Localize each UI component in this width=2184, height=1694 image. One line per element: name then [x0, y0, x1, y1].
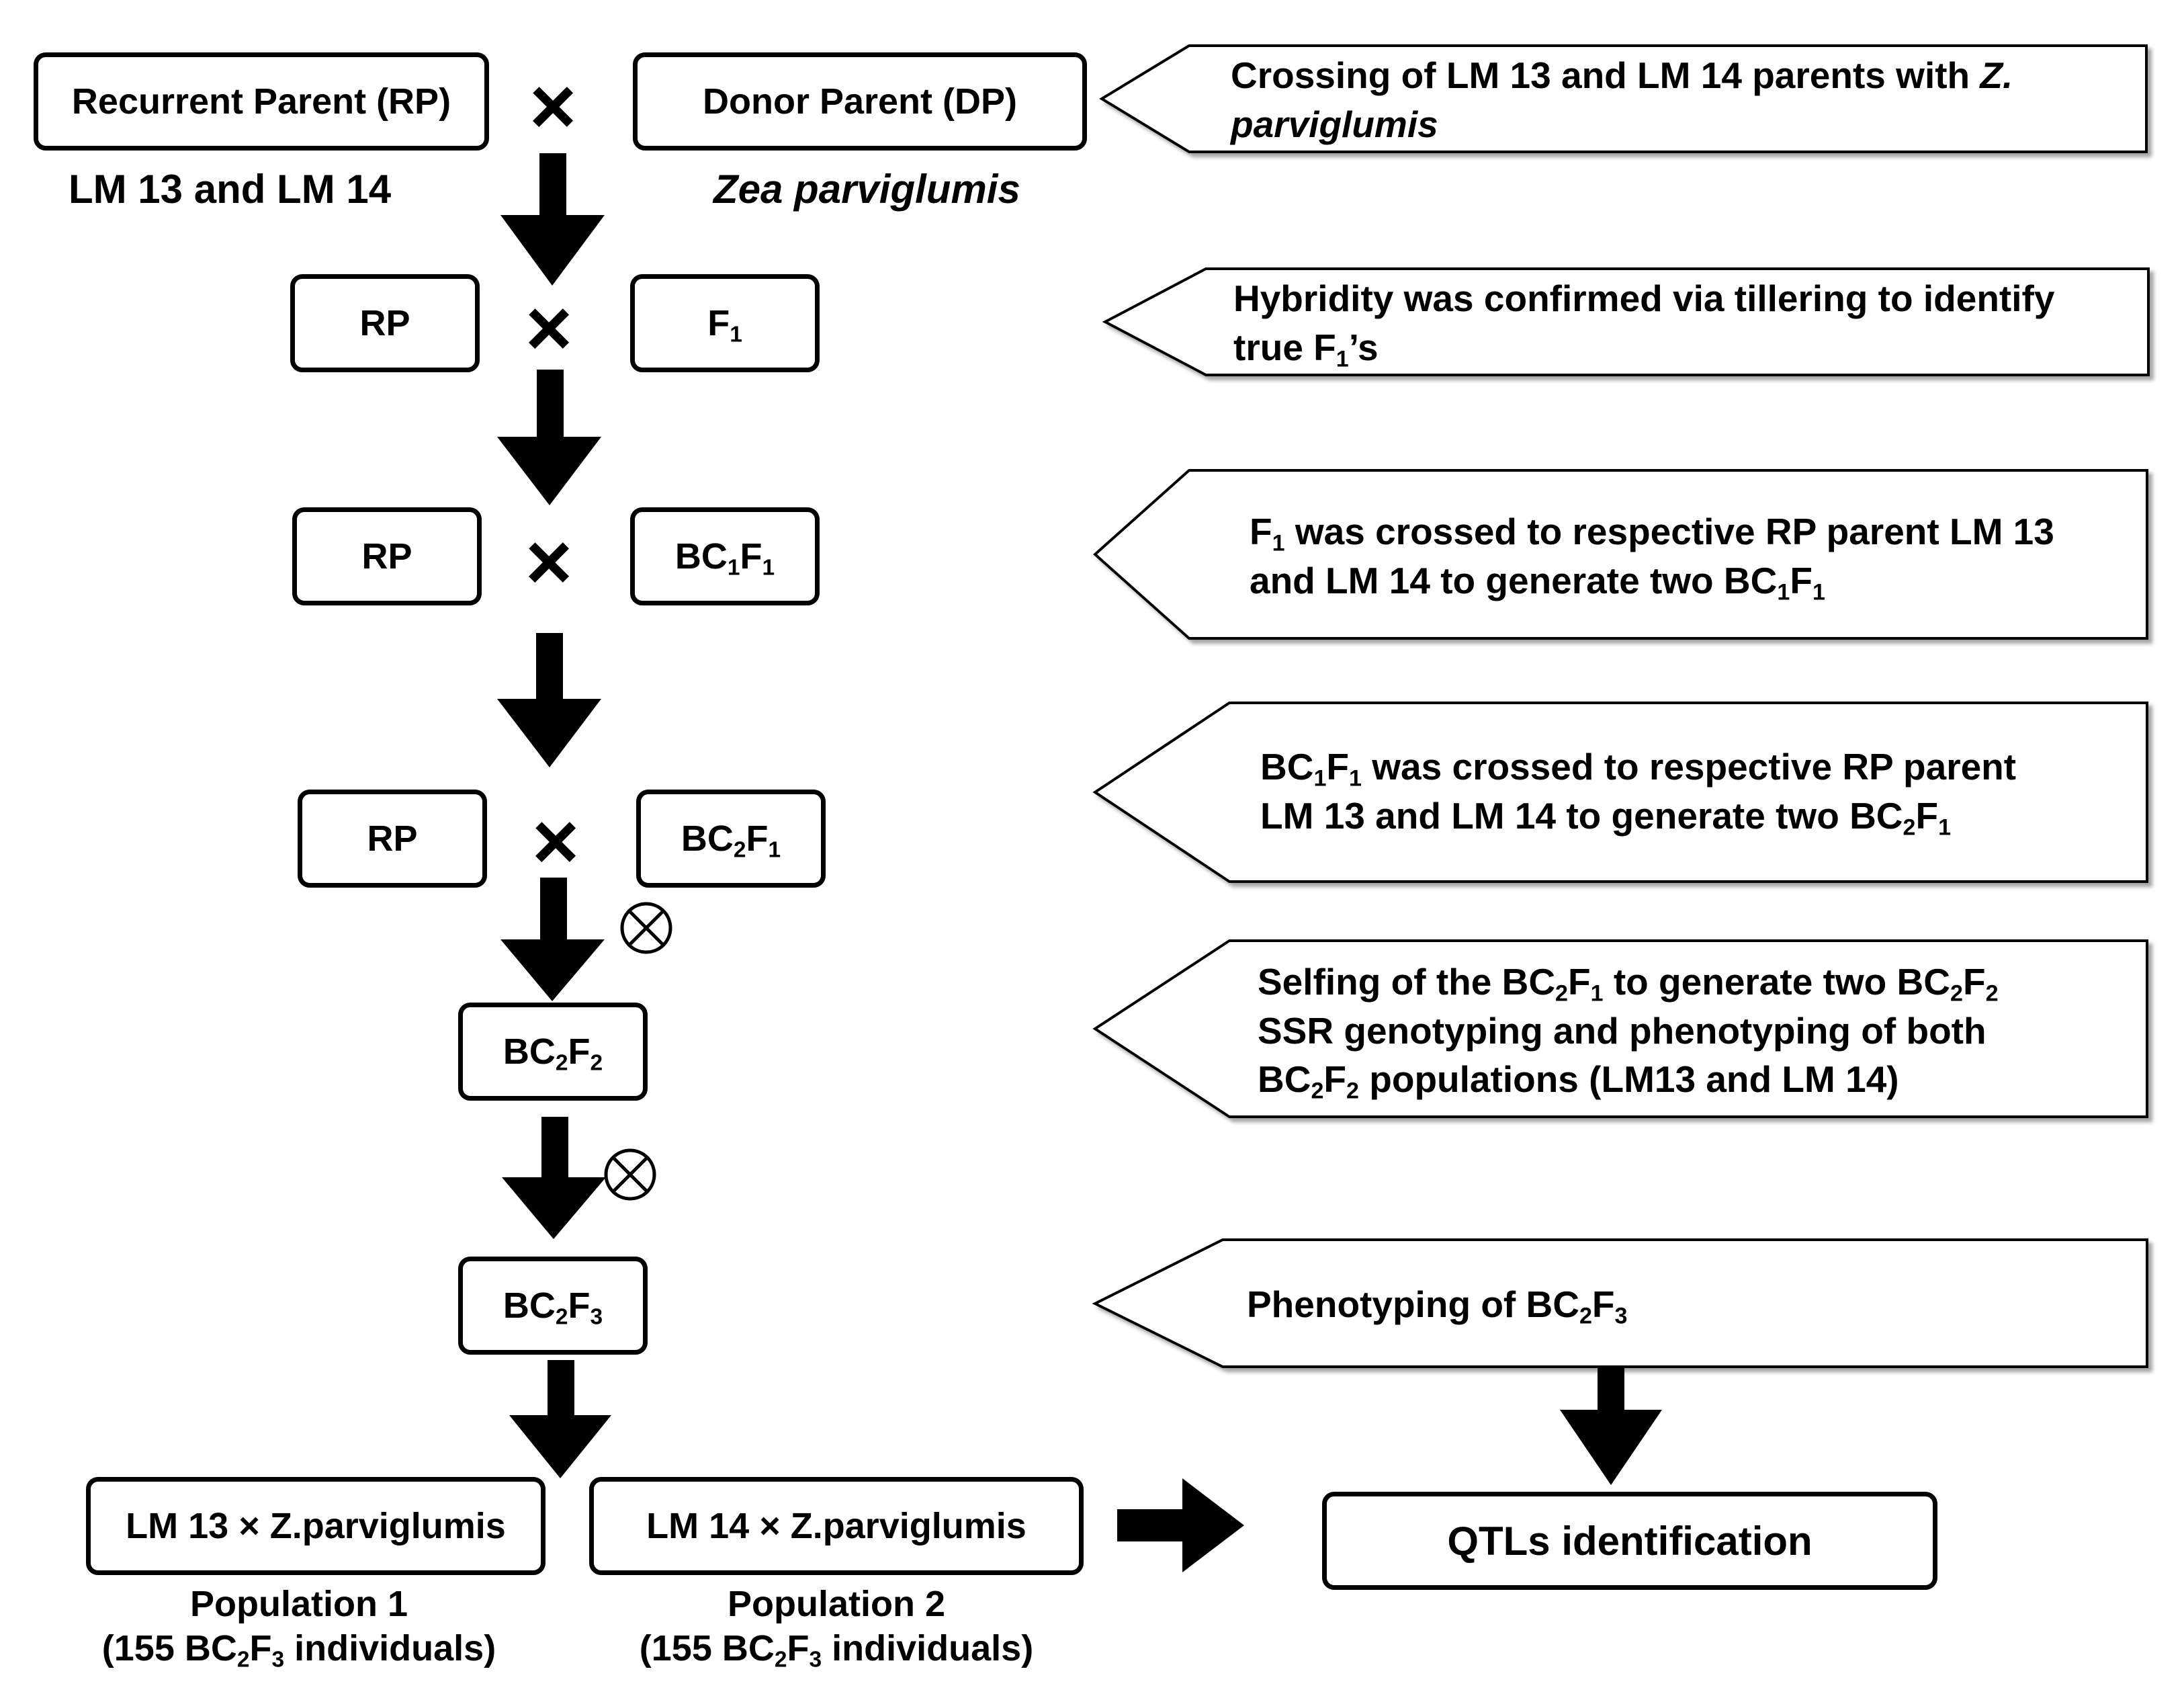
cross-symbol-4: ×: [531, 796, 580, 886]
banner-shape-hybridity: [1102, 267, 2150, 376]
f1-label: F1: [707, 303, 742, 347]
arrow-right-populations: [1117, 1478, 1244, 1572]
banner-text-bc2f1: BC1F1 was crossed to respective RP paren…: [1260, 746, 2017, 841]
f1-box: F1: [630, 274, 820, 372]
rp-label-2: RP: [361, 536, 412, 577]
banner-shape-bc2f1: [1092, 702, 2148, 883]
bc2f2-box: BC2F2: [458, 1003, 648, 1101]
donor-parent-box: Donor Parent (DP): [633, 52, 1087, 151]
bc2f1-box: BC2F1: [636, 790, 826, 888]
bc2f3-label: BC2F3: [503, 1285, 603, 1330]
population-1-title: Population 1: [190, 1584, 408, 1624]
bc2f2-label: BC2F2: [503, 1031, 603, 1076]
banner-shape-phenotyping: [1092, 1238, 2148, 1368]
banner-text-selfing: Selfing of the BC2F1 to generate two BC2…: [1258, 961, 1999, 1104]
rp-box-3: RP: [298, 790, 487, 888]
population-2-caption: Population 2 (155 BC2F3 individuals): [631, 1582, 1041, 1671]
recurrent-parent-box: Recurrent Parent (RP): [34, 52, 489, 151]
population-1-count: (155 BC2F3 individuals): [101, 1627, 496, 1672]
population-1-box-label: LM 13 × Z.parviglumis: [126, 1506, 506, 1546]
banner-text-crossing: Crossing of LM 13 and LM 14 parents with…: [1231, 54, 2013, 145]
bc1f1-label: BC1F1: [674, 536, 775, 581]
banner-shape-selfing: [1092, 939, 2148, 1118]
arrow-down-6: [509, 1360, 611, 1478]
banner-shape-crossing: [1099, 44, 2148, 153]
population-2-count: (155 BC2F3 individuals): [639, 1627, 1034, 1672]
selfing-icon-2: [604, 1148, 656, 1201]
arrow-down-1: [500, 153, 605, 286]
donor-parent-label: Donor Parent (DP): [702, 81, 1018, 122]
qtl-identification-label: QTLs identification: [1447, 1518, 1812, 1564]
selfing-icon-1: [620, 902, 672, 954]
arrow-down-2: [497, 370, 601, 505]
arrow-down-5: [502, 1117, 606, 1239]
arrow-down-3: [497, 633, 601, 767]
recurrent-parent-label: Recurrent Parent (RP): [71, 81, 451, 122]
population-2-box: LM 14 × Z.parviglumis: [589, 1477, 1084, 1575]
cross-symbol-2: ×: [525, 283, 573, 373]
population-2-title: Population 2: [728, 1584, 945, 1624]
banner-text-phenotyping: Phenotyping of BC2F3: [1247, 1283, 1628, 1329]
population-1-box: LM 13 × Z.parviglumis: [86, 1477, 545, 1575]
population-2-box-label: LM 14 × Z.parviglumis: [646, 1506, 1027, 1546]
cross-symbol-1: ×: [529, 61, 577, 151]
cross-symbol-3: ×: [525, 517, 573, 607]
rp-label-1: RP: [359, 303, 410, 343]
rp-box-2: RP: [292, 507, 482, 605]
bc1f1-box: BC1F1: [630, 507, 820, 605]
recurrent-lines-label: LM 13 and LM 14: [69, 167, 392, 212]
banner-shape-bc1f1: [1092, 469, 2148, 640]
arrow-down-4: [500, 878, 605, 1001]
banner-text-bc1f1: F1 was crossed to respective RP parent L…: [1250, 511, 2054, 605]
banner-text-hybridity: Hybridity was confirmed via tillering to…: [1233, 278, 2055, 372]
rp-label-3: RP: [367, 818, 418, 859]
qtl-identification-box: QTLs identification: [1322, 1492, 1937, 1590]
rp-box-1: RP: [290, 274, 480, 372]
population-1-caption: Population 1 (155 BC2F3 individuals): [94, 1582, 504, 1671]
bc2f1-label: BC2F1: [681, 818, 781, 863]
donor-species-label: Zea parviglumis: [713, 167, 1020, 212]
arrow-down-phenotyping: [1560, 1368, 1662, 1485]
bc2f3-box: BC2F3: [458, 1257, 648, 1355]
